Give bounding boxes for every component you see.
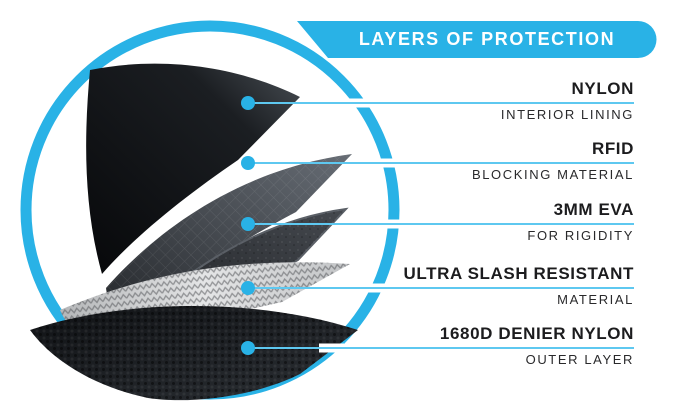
label-nylon: NYLON INTERIOR LINING	[304, 78, 634, 122]
label-eva: 3MM EVA FOR RIGIDITY	[304, 199, 634, 243]
label-rfid-title: RFID	[591, 139, 634, 158]
label-denier-title: 1680D DENIER NYLON	[439, 324, 634, 343]
label-slash-subtitle: MATERIAL	[557, 292, 634, 307]
banner-ribbon	[297, 21, 657, 58]
ballistic-texture	[30, 305, 358, 401]
label-denier-subtitle: OUTER LAYER	[525, 352, 634, 367]
banner-title: LAYERS OF PROTECTION	[358, 29, 616, 49]
dot-nylon	[241, 96, 255, 110]
dot-denier	[241, 341, 255, 355]
label-slash: ULTRA SLASH RESISTANT MATERIAL	[304, 263, 634, 307]
nylon-interior-lining-layer	[86, 63, 300, 274]
label-eva-title: 3MM EVA	[553, 200, 634, 219]
label-denier: 1680D DENIER NYLON OUTER LAYER	[304, 323, 634, 367]
leader-lines	[248, 102, 634, 349]
dot-rfid	[241, 156, 255, 170]
dot-slash	[241, 281, 255, 295]
label-rfid: RFID BLOCKING MATERIAL	[304, 138, 634, 182]
dot-eva	[241, 217, 255, 231]
label-rfid-subtitle: BLOCKING MATERIAL	[471, 167, 634, 182]
callout-dots	[241, 96, 255, 355]
label-slash-title: ULTRA SLASH RESISTANT	[403, 264, 634, 283]
label-nylon-title: NYLON	[571, 79, 634, 98]
label-nylon-subtitle: INTERIOR LINING	[500, 107, 634, 122]
label-eva-subtitle: FOR RIGIDITY	[527, 228, 634, 243]
